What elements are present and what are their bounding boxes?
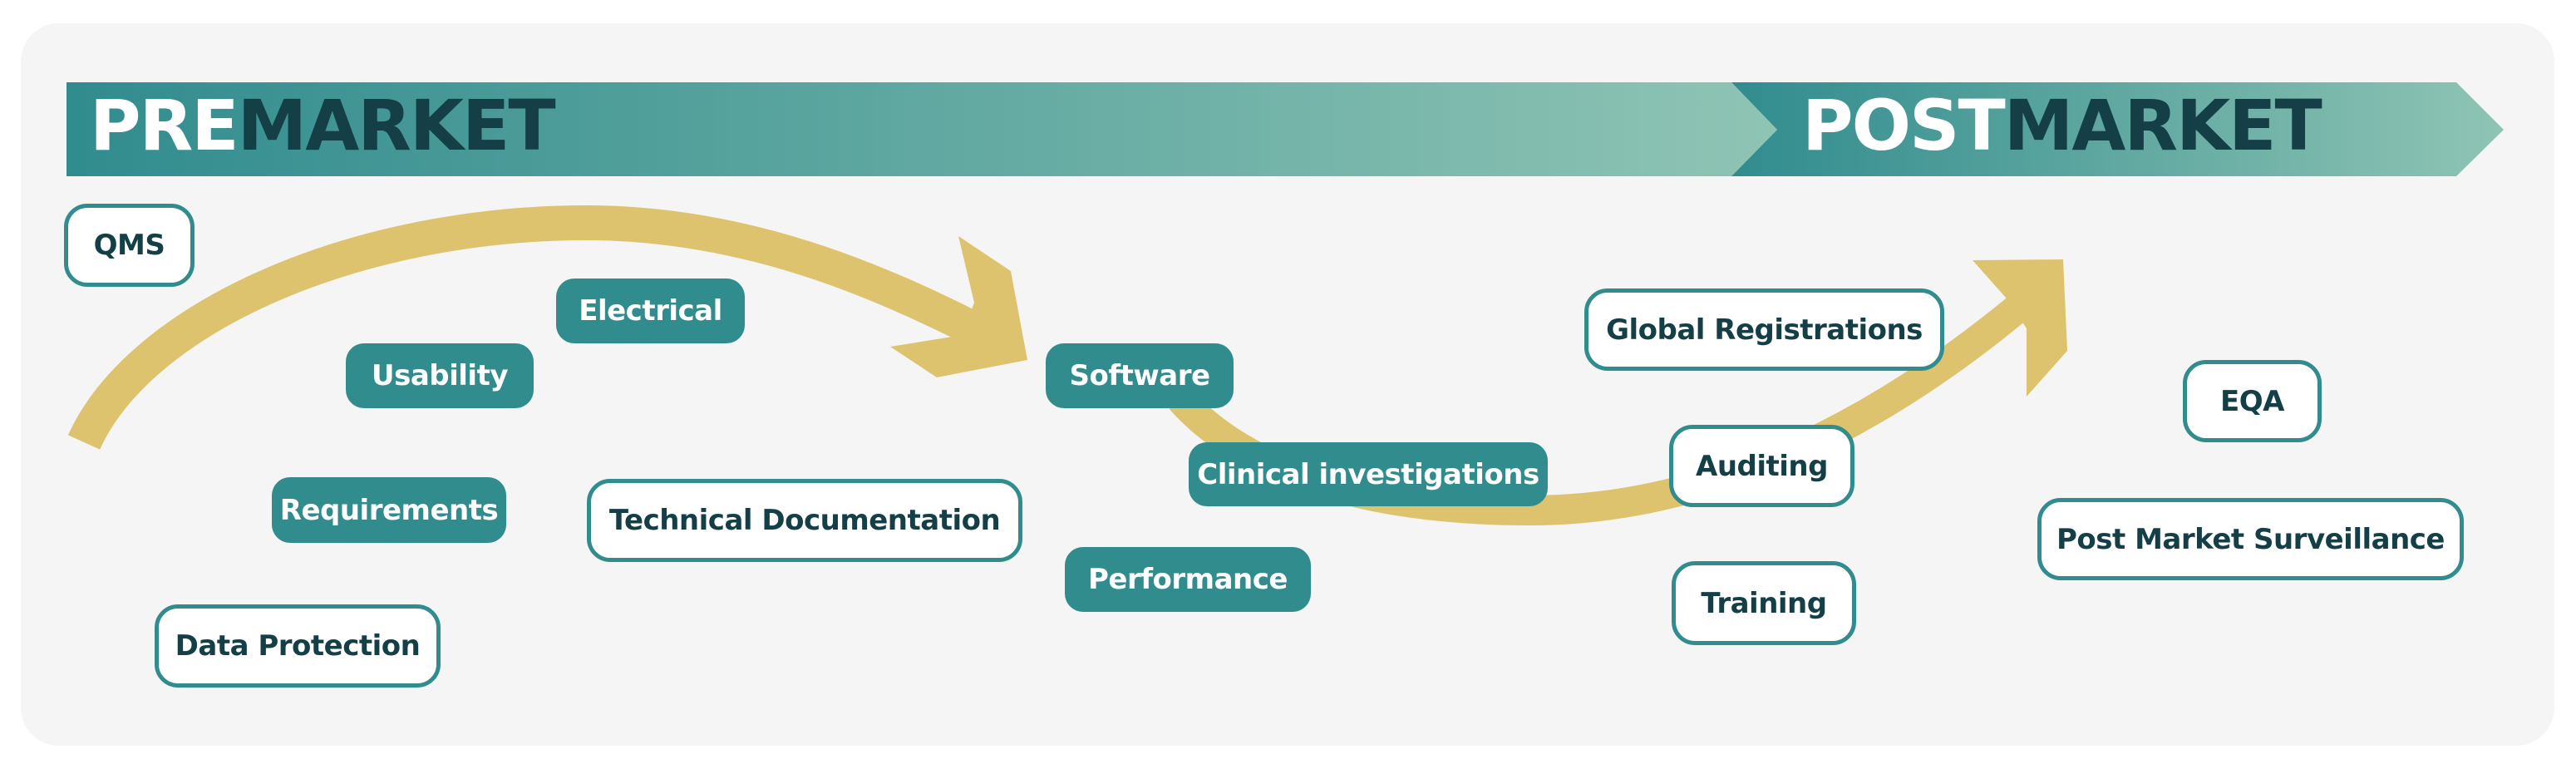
flow-arrow-premarket-curve bbox=[67, 205, 981, 451]
postmarket-banner bbox=[1731, 82, 2504, 176]
item-data-protection: Data Protection bbox=[155, 604, 441, 688]
item-usability: Usability bbox=[346, 343, 534, 408]
item-clinical-investigations: Clinical investigations bbox=[1189, 442, 1548, 506]
premarket-title: PREMARKET bbox=[90, 91, 556, 160]
item-eqa: EQA bbox=[2183, 360, 2322, 442]
flow-arrow-postmarket-head bbox=[1973, 259, 2067, 397]
premarket-title-tail: MARKET bbox=[237, 85, 556, 166]
item-auditing: Auditing bbox=[1669, 425, 1854, 507]
item-qms: QMS bbox=[64, 204, 195, 287]
premarket-title-lead: PRE bbox=[90, 85, 239, 166]
item-performance: Performance bbox=[1065, 547, 1311, 612]
item-software: Software bbox=[1046, 343, 1234, 408]
item-training: Training bbox=[1672, 561, 1856, 645]
item-technical-documentation: Technical Documentation bbox=[587, 479, 1022, 562]
item-post-market-surveillance: Post Market Surveillance bbox=[2037, 498, 2464, 580]
premarket-banner bbox=[66, 82, 1777, 176]
item-electrical: Electrical bbox=[556, 279, 745, 343]
postmarket-title-lead: POST bbox=[1802, 85, 2006, 166]
flow-arrow-premarket-head bbox=[890, 236, 1027, 377]
item-requirements: Requirements bbox=[272, 477, 506, 543]
postmarket-title-tail: MARKET bbox=[2003, 85, 2322, 166]
postmarket-title: POSTMARKET bbox=[1802, 91, 2322, 160]
item-global-registrations: Global Registrations bbox=[1584, 288, 1944, 371]
